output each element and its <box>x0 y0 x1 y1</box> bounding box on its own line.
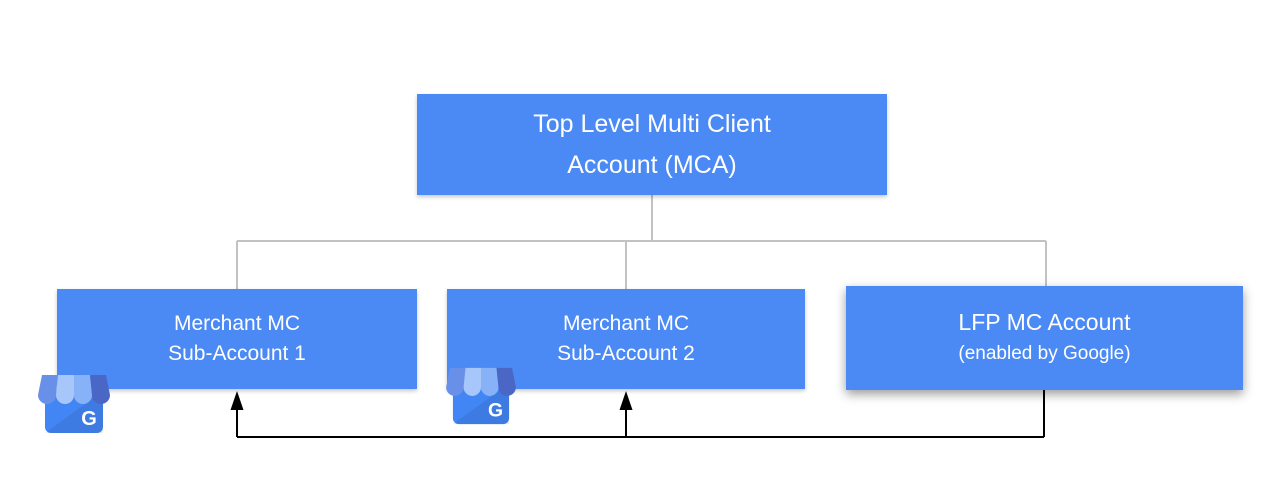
node-sub1-label-line2: Sub-Account 1 <box>168 342 306 365</box>
node-top-mca-label-line2: Account (MCA) <box>567 150 737 179</box>
awning-scallop-2 <box>463 367 481 396</box>
awning-scallop-2 <box>56 375 74 404</box>
awning-scallop-4 <box>496 367 516 396</box>
sub2-arrowhead-icon <box>619 391 633 410</box>
node-lfp-label-line2: (enabled by Google) <box>958 343 1131 364</box>
node-sub2-label-line2: Sub-Account 2 <box>557 342 695 365</box>
google-g-letter: G <box>488 399 503 421</box>
node-lfp-mc-account: LFP MC Account (enabled by Google) <box>846 286 1243 390</box>
node-top-mca-label-line1: Top Level Multi Client <box>533 109 771 138</box>
node-sub2-label-line1: Merchant MC <box>562 312 690 335</box>
node-sub1-label-line1: Merchant MC <box>173 312 301 335</box>
node-merchant-sub-account-1: Merchant MC Sub-Account 1 <box>57 289 417 389</box>
awning-scallop-3 <box>481 367 499 396</box>
node-top-mca: Top Level Multi Client Account (MCA) <box>417 94 887 195</box>
awning-scallop-3 <box>74 375 92 404</box>
awning-scallop-1 <box>446 367 466 396</box>
google-g-letter: G <box>81 408 97 430</box>
google-business-profile-icon: G <box>446 367 516 425</box>
node-lfp-label-line1: LFP MC Account <box>958 309 1131 335</box>
awning-scallop-1 <box>38 375 58 404</box>
sub1-arrowhead-icon <box>230 391 244 410</box>
google-business-profile-icon: G <box>38 375 110 433</box>
awning-scallop-4 <box>90 375 110 404</box>
